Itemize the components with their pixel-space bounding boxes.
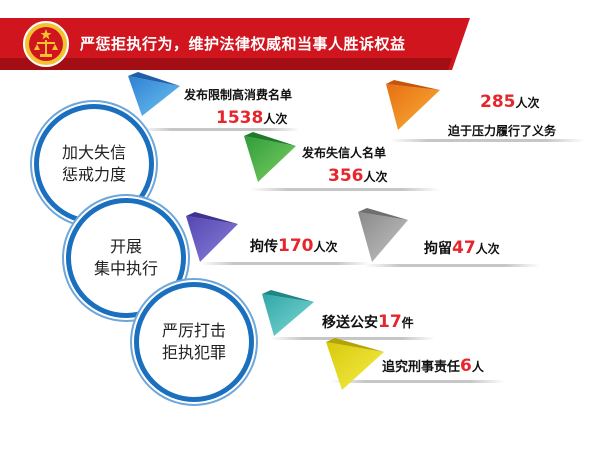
stat-underline (140, 128, 300, 131)
circle-line: 加大失信 (61, 143, 126, 162)
orange-triangle-icon (386, 80, 440, 130)
green-triangle-icon (244, 132, 296, 182)
stat-underline (365, 264, 540, 267)
police-unit: 件 (401, 316, 414, 330)
circle-crime-crackdown (134, 282, 254, 402)
circle-label-execution: 开展 集中执行 (86, 236, 166, 280)
consumption-label: 发布限制高消费名单 (184, 88, 293, 102)
summons-stat: 拘传170人次 (250, 236, 338, 256)
pressure-stat: 285人次 (480, 92, 540, 112)
stat-underline (270, 337, 435, 340)
consumption-stat: 1538人次 (216, 108, 287, 128)
pressure-unit: 人次 (515, 96, 540, 110)
circle-line: 严厉打击 (161, 321, 226, 340)
stat-underline (330, 380, 505, 383)
police-stat: 移送公安17件 (322, 312, 414, 332)
circle-line: 集中执行 (93, 259, 158, 278)
dishonest-unit: 人次 (363, 170, 388, 184)
dishonest-stat: 356人次 (328, 166, 388, 186)
stat-underline (250, 188, 440, 191)
police-label: 移送公安 (322, 315, 378, 331)
detention-unit: 人次 (475, 242, 500, 256)
pressure-value: 285 (480, 92, 516, 112)
criminal-unit: 人 (471, 360, 484, 374)
circle-line: 拒执犯罪 (161, 343, 226, 362)
criminal-stat: 追究刑事责任6人 (382, 356, 484, 376)
title-banner (0, 18, 470, 70)
summons-label: 拘传 (250, 239, 278, 255)
page-title: 严惩拒执行为，维护法律权威和当事人胜诉权益 (80, 35, 406, 53)
circle-line: 惩戒力度 (61, 165, 126, 184)
dishonest-label: 发布失信人名单 (302, 146, 387, 160)
police-value: 17 (378, 312, 402, 332)
criminal-value: 6 (460, 356, 472, 376)
detention-label: 拘留 (424, 241, 452, 257)
teal-triangle-icon (262, 290, 314, 336)
court-emblem-icon (23, 21, 69, 67)
pressure-label: 迫于压力履行了义务 (448, 124, 557, 138)
criminal-label: 追究刑事责任 (382, 360, 461, 375)
detention-stat: 拘留47人次 (424, 238, 500, 258)
summons-unit: 人次 (313, 240, 338, 254)
blue-triangle-icon (128, 72, 180, 116)
circle-line: 开展 (109, 237, 142, 256)
circle-label-crime: 严厉打击 拒执犯罪 (154, 320, 234, 364)
purple-triangle-icon (186, 212, 238, 262)
stat-underline (200, 262, 370, 265)
detention-value: 47 (452, 238, 476, 258)
stat-underline (390, 139, 585, 142)
dishonest-value: 356 (328, 166, 364, 186)
consumption-unit: 人次 (263, 112, 288, 126)
circle-label-credit: 加大失信 惩戒力度 (54, 142, 134, 186)
yellow-triangle-icon (326, 338, 384, 390)
gray-triangle-icon (358, 208, 408, 262)
summons-value: 170 (278, 236, 314, 256)
consumption-value: 1538 (216, 108, 264, 128)
